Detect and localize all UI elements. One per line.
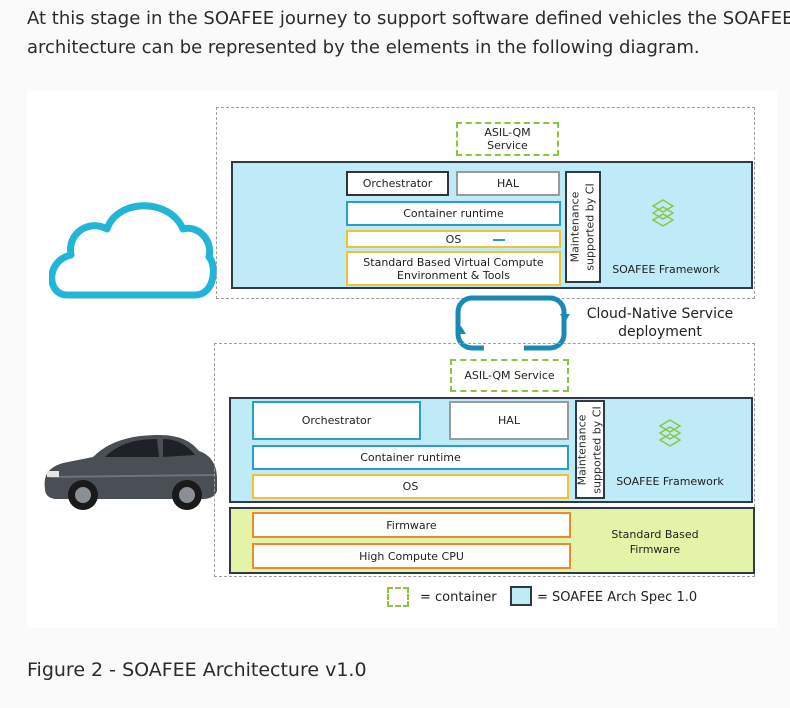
vehicle-hal-label: HAL [498, 414, 520, 427]
vehicle-os-label: OS [402, 480, 419, 493]
cloud-container-runtime: Container runtime [346, 201, 561, 226]
cloud-orchestrator: Orchestrator [346, 171, 449, 196]
cloud-orchestrator-label: Orchestrator [362, 177, 433, 190]
cpu-label: High Compute CPU [359, 549, 464, 563]
car-image [44, 435, 217, 510]
soafee-logo-icon [651, 199, 675, 227]
intro-line-2: architecture can be represented by the e… [27, 37, 700, 58]
sync-arrows-icon [455, 295, 570, 351]
legend-container-label: = container [420, 590, 497, 605]
cpu-box: High Compute CPU [252, 543, 571, 569]
cloud-os: OS [346, 230, 561, 248]
deployment-label-line-1: Cloud-Native Service [586, 306, 734, 322]
cloud-maintenance-line-1: Maintenance [569, 191, 582, 263]
cloud-maintenance: Maintenance supported by CI [565, 171, 601, 283]
cloud-os-tick [493, 239, 505, 241]
cloud-icon [49, 202, 217, 299]
vehicle-maintenance-line-1: Maintenance [576, 414, 589, 485]
vehicle-maintenance-line-2: supported by CI [591, 405, 604, 494]
soafee-logo-icon [658, 419, 682, 447]
vehicle-service-label: ASIL-QM Service [464, 369, 555, 382]
cloud-virtual-env-line-2: Environment & Tools [397, 268, 510, 282]
vehicle-region [214, 343, 755, 577]
deployment-label-line-2: deployment [618, 324, 702, 340]
intro-paragraph: At this stage in the SOAFEE journey to s… [27, 4, 790, 62]
cloud-os-label: OS [445, 232, 462, 246]
cloud-virtual-env-line-1: Standard Based Virtual Compute [363, 255, 544, 269]
vehicle-os: OS [252, 474, 569, 499]
cloud-hal: HAL [456, 171, 560, 196]
vehicle-container-runtime: Container runtime [252, 445, 569, 470]
cloud-virtual-env: Standard Based Virtual Compute Environme… [346, 251, 561, 286]
cloud-maintenance-line-2: supported by CI [584, 183, 597, 271]
cloud-asil-qm-service: ASIL-QM Service [456, 122, 559, 156]
vehicle-orchestrator: Orchestrator [252, 401, 421, 440]
vehicle-hal: HAL [449, 401, 569, 440]
vehicle-maintenance: Maintenance supported by CI [575, 400, 605, 499]
vehicle-framework-label: SOAFEE Framework [616, 475, 724, 488]
cloud-container-runtime-label: Container runtime [403, 207, 504, 220]
legend-container-swatch [387, 587, 409, 607]
cloud-service-line-2: Service [487, 139, 528, 152]
standard-firmware-line-2: Firmware [629, 543, 681, 556]
standard-firmware-line-1: Standard Based [611, 528, 699, 541]
vehicle-asil-qm-service: ASIL-QM Service [450, 359, 569, 392]
standard-firmware-label: Standard Based Firmware [597, 527, 713, 557]
deployment-label: Cloud-Native Service deployment [580, 305, 740, 341]
figure-caption: Figure 2 - SOAFEE Architecture v1.0 [27, 659, 367, 681]
cloud-framework-label: SOAFEE Framework [612, 263, 720, 276]
architecture-diagram: ASIL-QM Service Orchestrator HAL Contain… [27, 91, 777, 628]
cloud-service-line-1: ASIL-QM [484, 126, 531, 139]
firmware-label: Firmware [386, 518, 437, 532]
vehicle-orchestrator-label: Orchestrator [301, 414, 372, 427]
vehicle-container-runtime-label: Container runtime [360, 451, 461, 464]
intro-line-1: At this stage in the SOAFEE journey to s… [27, 8, 790, 29]
legend-arch-swatch [510, 586, 532, 606]
firmware-box: Firmware [252, 512, 571, 538]
cloud-hal-label: HAL [497, 177, 519, 190]
legend-arch-label: = SOAFEE Arch Spec 1.0 [537, 590, 698, 605]
